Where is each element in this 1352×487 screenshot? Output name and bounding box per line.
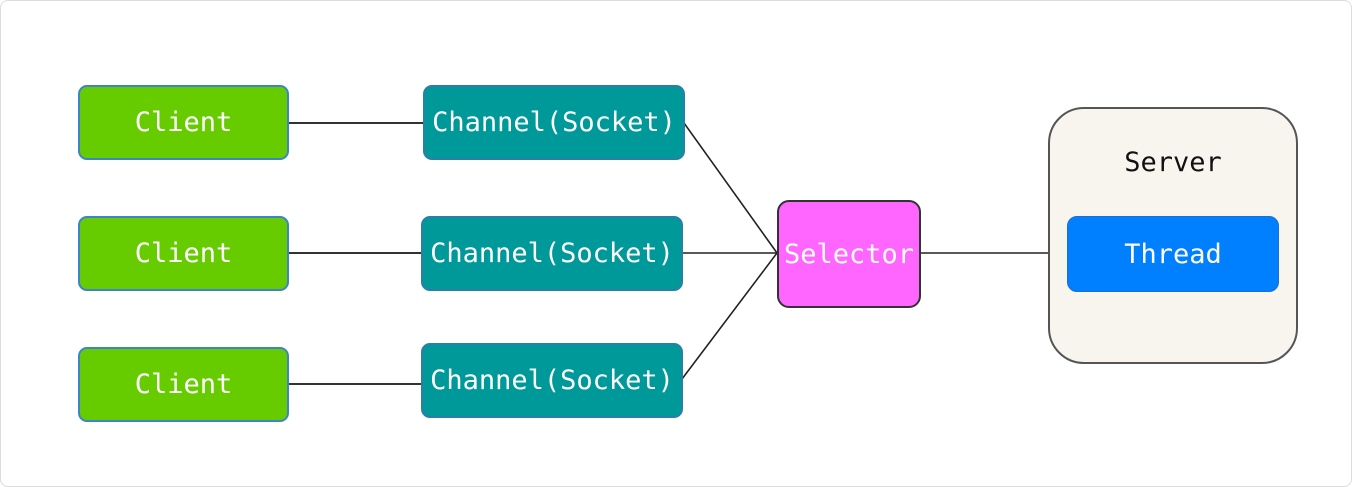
channel-node-3: Channel(Socket) <box>421 343 683 418</box>
client-node-3: Client <box>78 347 289 422</box>
edge-channel3-selector <box>681 252 778 380</box>
client-node-2: Client <box>78 216 289 291</box>
channel-node-1: Channel(Socket) <box>423 85 685 160</box>
selector-node: Selector <box>777 200 921 308</box>
client-node-1: Client <box>78 85 289 160</box>
edge-channel1-selector <box>683 122 778 254</box>
server-label: Server <box>1124 147 1222 178</box>
channel-node-2: Channel(Socket) <box>421 216 683 291</box>
thread-node: Thread <box>1067 216 1279 292</box>
